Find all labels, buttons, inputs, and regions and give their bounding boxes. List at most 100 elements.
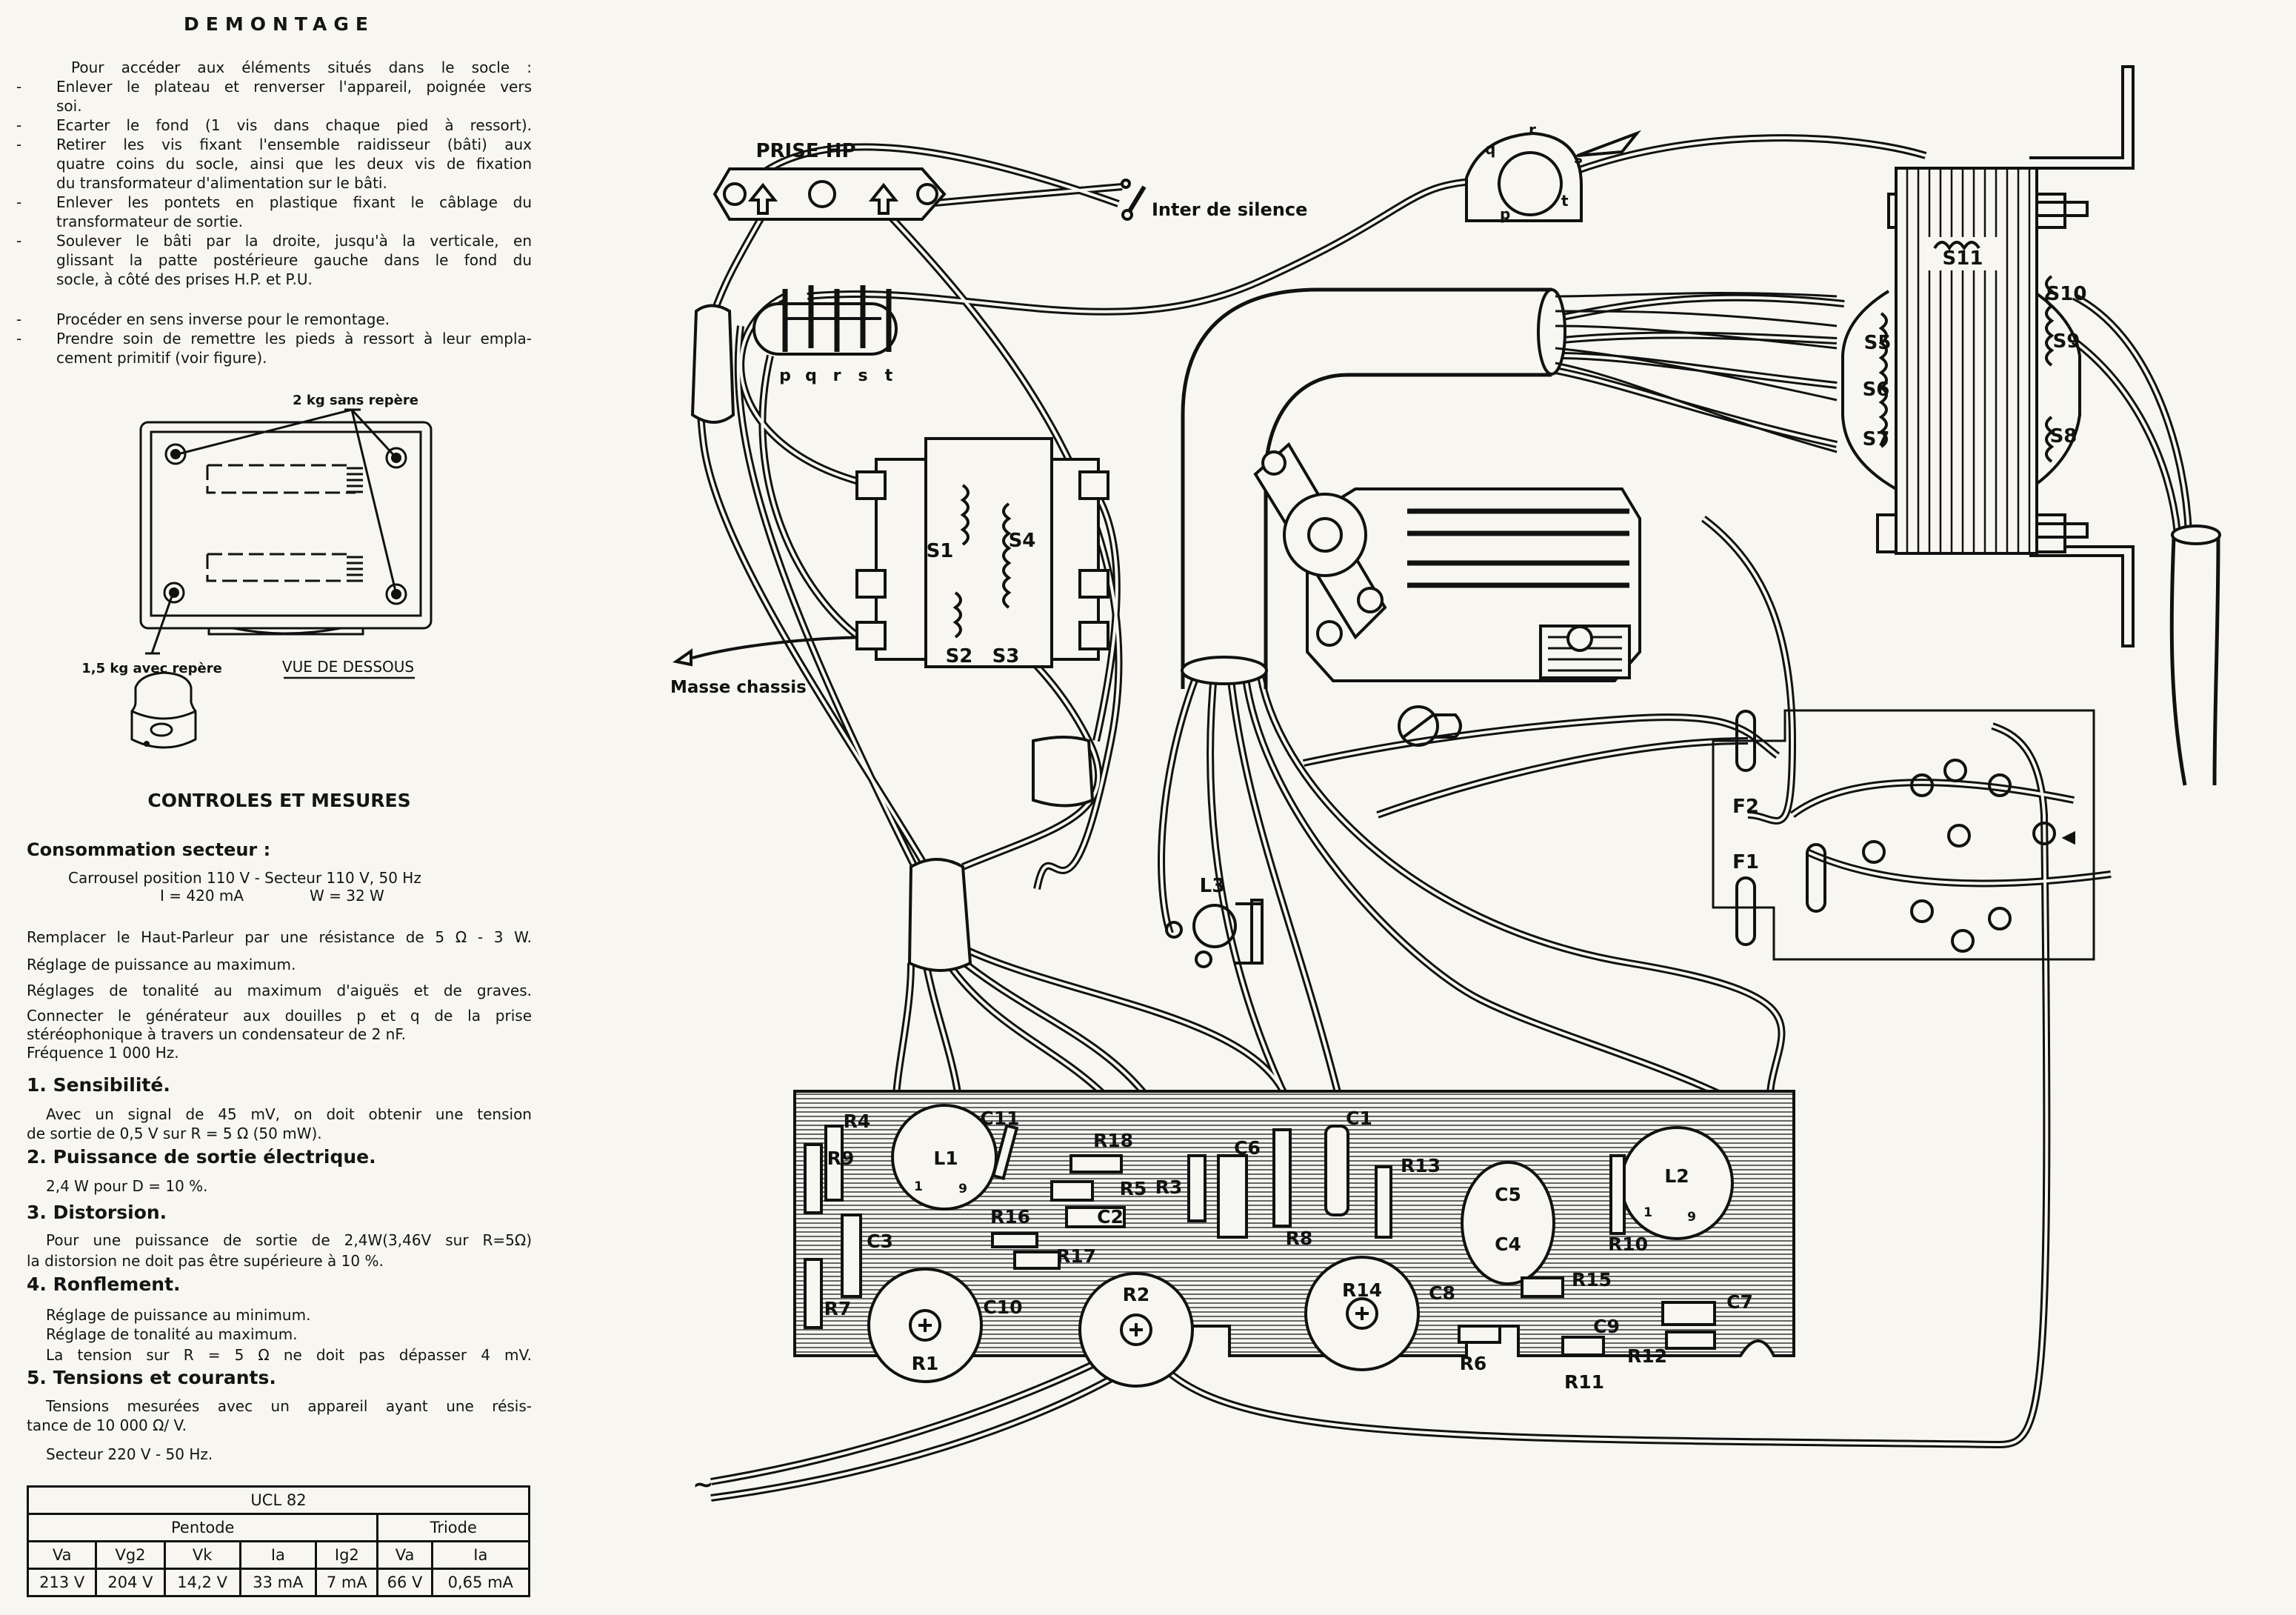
pilot-lamp bbox=[1165, 899, 1264, 968]
section-body: de sortie de 0,5 V sur R = 5 Ω (50 mW). bbox=[27, 1125, 322, 1142]
mute-switch bbox=[1121, 179, 1147, 221]
pcb-label: L2 bbox=[1664, 1165, 1689, 1187]
table-row: 213 V 204 V 14,2 V 33 mA 7 mA 66 V 0,65 … bbox=[26, 1568, 531, 1597]
label-s4: S4 bbox=[1009, 530, 1036, 552]
pcb-pin-label: 1 bbox=[914, 1179, 923, 1194]
label-s10: S10 bbox=[2046, 283, 2087, 305]
pcb-label: R5 bbox=[1120, 1178, 1147, 1199]
label-pu-pin: r bbox=[1529, 121, 1536, 139]
pcb-label: R11 bbox=[1564, 1371, 1604, 1393]
pcb-label: R2 bbox=[1123, 1284, 1150, 1305]
section-body: Pour une puissance de sortie de 2,4W(3,4… bbox=[46, 1231, 532, 1249]
consommation-current: I = 420 mA bbox=[160, 887, 244, 905]
para-line: Fréquence 1 000 Hz. bbox=[27, 1044, 179, 1062]
step-line: -Prendre soin de remettre les pieds à re… bbox=[16, 330, 532, 347]
section-body: la distorsion ne doit pas être supérieur… bbox=[27, 1252, 384, 1270]
table-header: Vg2 bbox=[95, 1540, 166, 1570]
label-s1: S1 bbox=[927, 540, 954, 562]
terminal-board bbox=[1712, 709, 2095, 961]
label-1-5kg: 1,5 kg avec repère bbox=[81, 661, 222, 676]
step-line: soi. bbox=[56, 97, 82, 115]
step-line: -Soulever le bâti par la droite, jusqu'à… bbox=[16, 232, 532, 250]
hp-socket bbox=[713, 167, 947, 221]
label-s5: S5 bbox=[1864, 332, 1892, 354]
section-body: Tensions mesurées avec un appareil ayant… bbox=[46, 1397, 532, 1415]
table-header: Vk bbox=[163, 1540, 241, 1570]
pcb-label: C2 bbox=[1097, 1206, 1124, 1228]
label-2kg: 2 kg sans repère bbox=[293, 393, 418, 408]
section-body: Réglage de tonalité au maximum. bbox=[46, 1325, 298, 1343]
section-heading: 1. Sensibilité. bbox=[27, 1074, 170, 1096]
para-line: Réglage de puissance au maximum. bbox=[27, 956, 296, 973]
pcb-pin-label: 1 bbox=[1643, 1205, 1652, 1220]
figure-caption: VUE DE DESSOUS bbox=[282, 658, 414, 676]
pcb-label: C9 bbox=[1593, 1316, 1620, 1337]
table-header: Va bbox=[26, 1540, 98, 1570]
step-line: -Enlever les pontets en plastique fixant… bbox=[16, 193, 532, 211]
label-masse-chassis: Masse chassis bbox=[670, 678, 807, 697]
pcb-label: C1 bbox=[1346, 1108, 1372, 1129]
section-body: Secteur 220 V - 50 Hz. bbox=[46, 1445, 213, 1463]
step-line: -Procéder en sens inverse pour le remont… bbox=[16, 310, 390, 328]
step-line: cement primitif (voir figure). bbox=[56, 349, 267, 367]
consommation-power: W = 32 W bbox=[310, 887, 384, 905]
label-din-pin: r bbox=[833, 367, 841, 385]
label-s7: S7 bbox=[1863, 428, 1890, 450]
label-din-pin: s bbox=[858, 367, 867, 385]
table-header: Va bbox=[376, 1540, 433, 1570]
din-connector bbox=[752, 285, 898, 356]
section-body: 2,4 W pour D = 10 %. bbox=[46, 1177, 208, 1195]
pcb-pin-label: 9 bbox=[1687, 1210, 1696, 1225]
table-cell: 14,2 V bbox=[163, 1568, 241, 1597]
step-line: du transformateur d'alimentation sur le … bbox=[56, 174, 387, 192]
table-group-pentode: Pentode bbox=[26, 1513, 379, 1542]
para-line: Connecter le générateur aux douilles p e… bbox=[27, 1007, 532, 1025]
label-s11: S11 bbox=[1943, 247, 1983, 270]
base-inner bbox=[150, 430, 422, 617]
label-s9: S9 bbox=[2053, 330, 2080, 353]
table-cell: 204 V bbox=[95, 1568, 166, 1597]
changer-mechanism bbox=[1253, 442, 1641, 682]
consommation-heading: Consommation secteur : bbox=[27, 839, 271, 860]
section-body: Réglage de puissance au minimum. bbox=[46, 1306, 311, 1324]
table-group-triode: Triode bbox=[376, 1513, 530, 1542]
table-cell: 33 mA bbox=[238, 1568, 318, 1597]
step-line: glissant la patte postérieure gauche dan… bbox=[56, 251, 532, 269]
pcb-label: R9 bbox=[827, 1148, 855, 1169]
label-s2: S2 bbox=[946, 645, 973, 667]
pcb-label: R14 bbox=[1342, 1279, 1382, 1301]
pcb-label: R3 bbox=[1155, 1176, 1183, 1198]
label-s6: S6 bbox=[1863, 379, 1890, 401]
label-f1: F1 bbox=[1732, 851, 1759, 873]
table-cell: 213 V bbox=[26, 1568, 98, 1597]
pcb-label: C8 bbox=[1429, 1282, 1455, 1304]
table-header-row: Va Vg2 Vk Ia Ig2 Va Ia bbox=[26, 1540, 531, 1570]
step-line: socle, à côté des prises H.P. et P.U. bbox=[56, 270, 313, 288]
pcb-label: R1 bbox=[912, 1353, 939, 1374]
para-line: Remplacer le Haut-Parleur par une résist… bbox=[27, 928, 532, 946]
pcb-label: C5 bbox=[1495, 1184, 1521, 1205]
consommation-line1: Carrousel position 110 V - Secteur 110 V… bbox=[68, 869, 421, 887]
table-title: UCL 82 bbox=[27, 1485, 530, 1515]
bottom-view-figure: 2 kg sans repère 1,5 kg avec repère VUE … bbox=[81, 393, 433, 749]
table-header: Ia bbox=[238, 1540, 318, 1570]
pcb-label: R13 bbox=[1401, 1155, 1441, 1176]
pcb-label: R7 bbox=[824, 1298, 852, 1319]
base-outline bbox=[139, 421, 433, 630]
label-pu-pin: q bbox=[1485, 140, 1495, 158]
label-pu-pin: t bbox=[1561, 192, 1569, 210]
pcb-label: C6 bbox=[1234, 1137, 1261, 1159]
label-mains: ~ bbox=[693, 1470, 714, 1499]
pcb-label: R12 bbox=[1627, 1345, 1667, 1367]
label-f2: F2 bbox=[1732, 796, 1759, 818]
controles-title: CONTROLES ET MESURES bbox=[147, 790, 411, 811]
para-line: Réglages de tonalité au maximum d'aiguës… bbox=[27, 982, 532, 999]
mounting-screw bbox=[1398, 705, 1462, 747]
pcb-label: L1 bbox=[933, 1148, 958, 1169]
section-heading: 2. Puissance de sortie électrique. bbox=[27, 1146, 376, 1168]
pcb-label: C4 bbox=[1495, 1233, 1521, 1255]
cable-sleeve-right bbox=[2169, 536, 2220, 786]
label-din-pin: q bbox=[805, 367, 817, 385]
amplifier-pcb bbox=[793, 1090, 1795, 1388]
